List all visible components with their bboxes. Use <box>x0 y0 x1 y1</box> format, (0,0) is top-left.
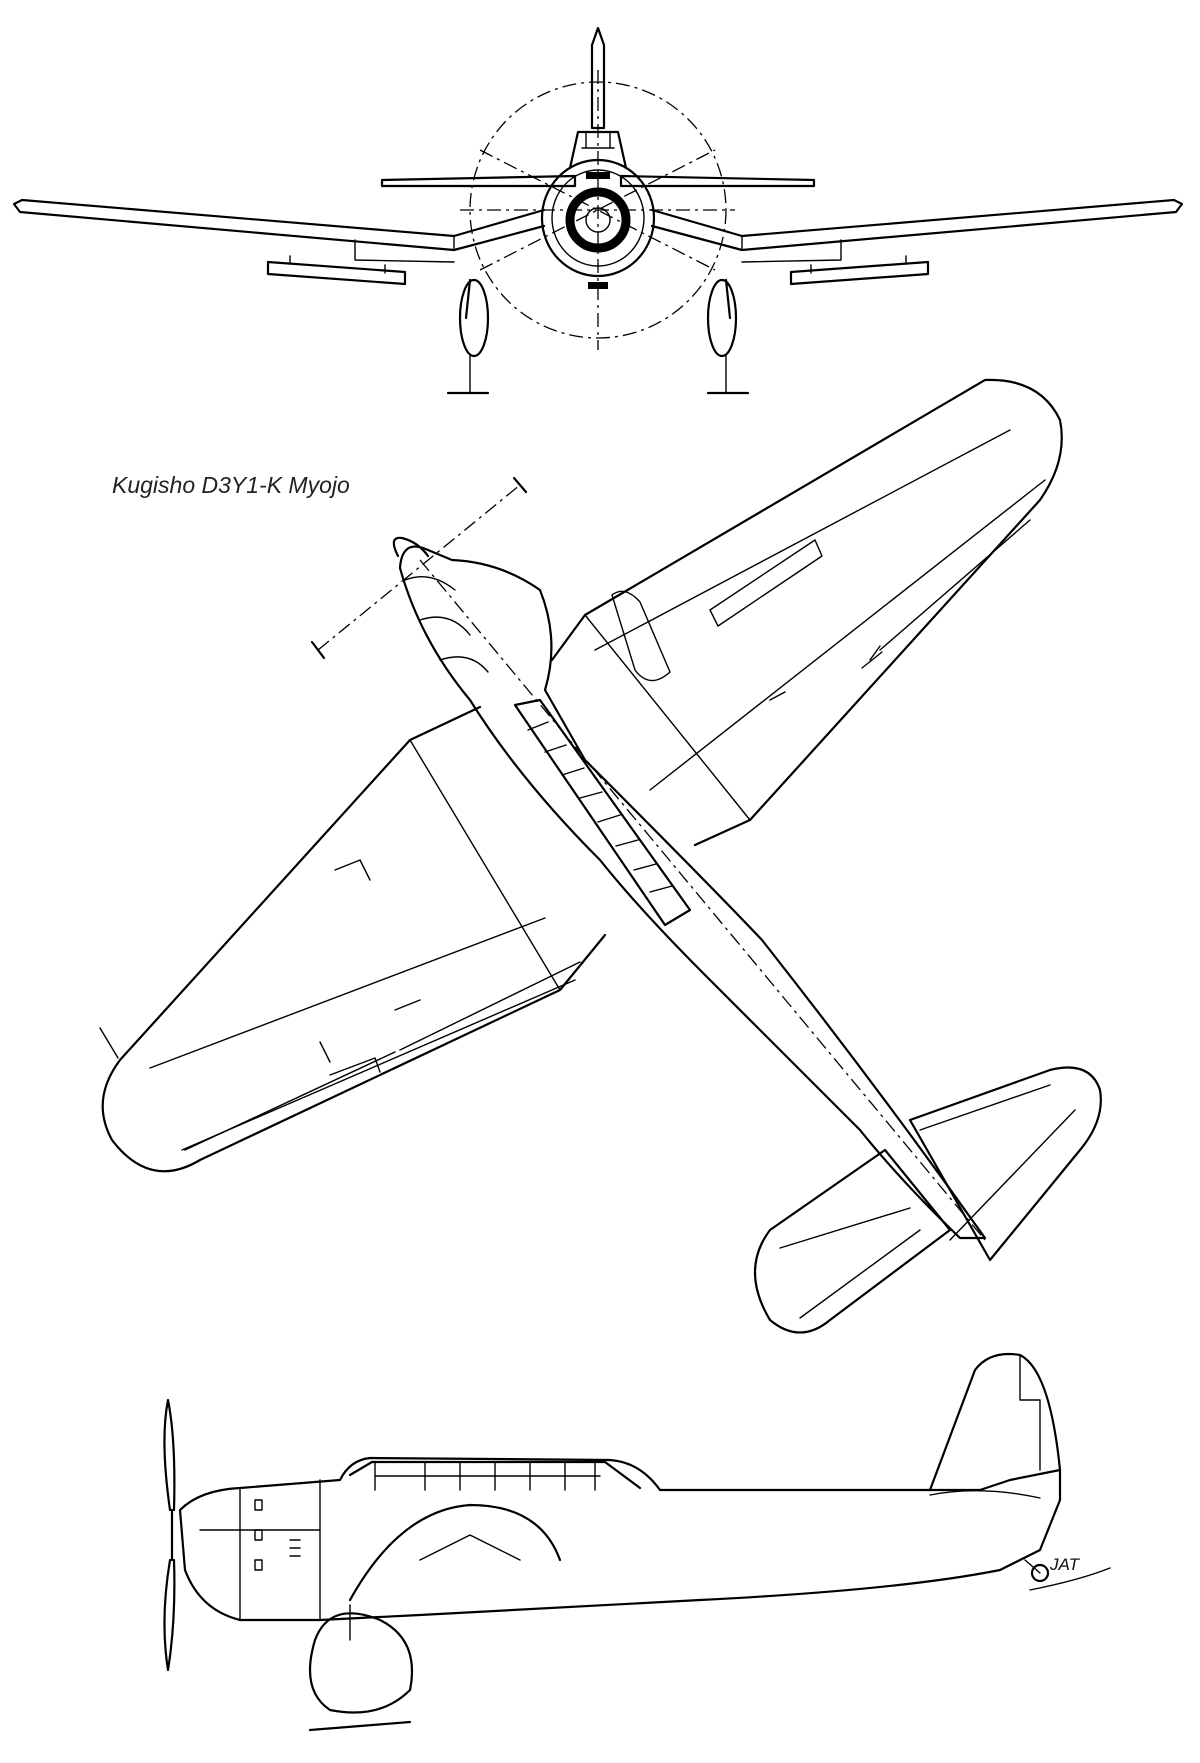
front-left-wing <box>12 198 546 252</box>
front-view <box>12 26 1184 395</box>
plan-view <box>99 378 1102 1334</box>
front-cowling <box>540 158 656 278</box>
plan-fuselage <box>398 545 987 1240</box>
side-gear-spat <box>308 1612 414 1714</box>
front-right-wing <box>650 198 1184 252</box>
side-tailwheel <box>1030 1563 1050 1583</box>
side-view: JAT <box>163 1352 1111 1732</box>
plan-canopy <box>513 698 692 927</box>
side-canopy <box>348 1460 642 1490</box>
plan-left-stabiliser <box>754 1148 952 1334</box>
front-fin <box>590 26 606 130</box>
plan-right-stabiliser <box>908 1066 1102 1262</box>
side-fin <box>928 1352 1062 1492</box>
front-left-gear <box>458 278 490 358</box>
plan-upper-wing <box>550 378 1063 847</box>
side-fuselage <box>178 1456 1062 1622</box>
side-propeller <box>163 1398 176 1672</box>
artist-signature: JAT <box>1049 1555 1081 1574</box>
front-stabiliser <box>380 174 816 188</box>
plan-lower-wing <box>101 705 607 1173</box>
front-spinner-ring <box>565 187 631 253</box>
drawing-title: Kugisho D3Y1-K Myojo <box>112 472 350 498</box>
front-right-gear <box>706 278 738 358</box>
